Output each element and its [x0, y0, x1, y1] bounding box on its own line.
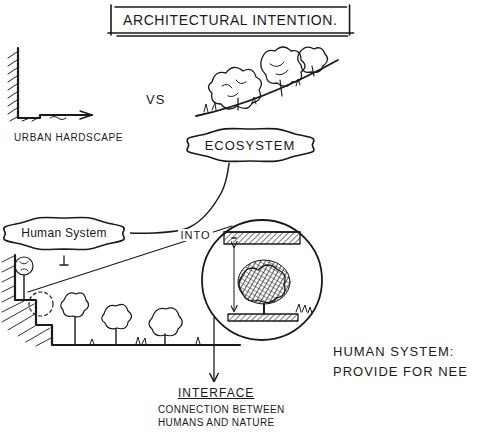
detail-circle [202, 220, 322, 381]
note-text: HUMAN SYSTEM: PROVIDE FOR NEE [333, 344, 468, 379]
section-sketch [2, 256, 51, 346]
section-sketch [60, 256, 68, 265]
hardscape-sketch [80, 111, 92, 119]
hardscape-sketch [18, 48, 92, 118]
note-text: URBAN HARDSCAPE [14, 132, 123, 143]
section-sketch [149, 308, 182, 336]
note-text: INTERFACE [178, 386, 254, 400]
hardscape-sketch [8, 52, 17, 121]
detail-circle [296, 304, 312, 313]
detail-circle [224, 232, 300, 244]
ecosystem-sketch [204, 79, 300, 112]
note-text: CONNECTION BETWEEN HUMANS AND NATURE [158, 404, 285, 428]
cloud-node: ECOSYSTEM [181, 127, 320, 163]
detail-circle [238, 260, 290, 304]
detail-circle [202, 220, 322, 340]
cloud-node: Human System [0, 216, 130, 251]
ecosystem-sketch [270, 62, 288, 75]
section-sketch [23, 275, 24, 299]
section-sketch [29, 292, 53, 316]
note-label: CONNECTION BETWEEN HUMANS AND NATURE [158, 403, 290, 429]
ecosystem-sketch [238, 66, 314, 110]
section-sketch [90, 337, 200, 344]
node-text: Human System [21, 226, 107, 240]
title-frame [108, 5, 354, 36]
detail-circle [213, 318, 214, 381]
title: ARCHITECTURAL INTENTION. [123, 12, 338, 28]
ecosystem-sketch [222, 80, 246, 97]
node-text: ECOSYSTEM [205, 138, 296, 153]
detail-circle [224, 232, 300, 238]
note-label: URBAN HARDSCAPE [14, 132, 123, 143]
ecosystem-sketch [209, 67, 262, 109]
detail-circle [234, 247, 235, 311]
section-sketch [74, 317, 75, 345]
section-sketch [102, 304, 132, 328]
detail-circle [263, 304, 265, 314]
note-label: VS [146, 92, 165, 107]
section-sketch [115, 329, 116, 345]
cloud-outline [186, 129, 313, 162]
section-sketch [61, 293, 89, 317]
detail-circle [239, 265, 285, 303]
connector-label: INTO [180, 229, 210, 241]
cloud-outline [4, 217, 125, 249]
ecosystem-sketch [196, 47, 338, 116]
hardscape-sketch [8, 48, 92, 121]
note-label: INTERFACE [178, 386, 254, 400]
section-sketch [164, 334, 165, 345]
hardscape-sketch [22, 117, 66, 122]
note-label: HUMAN SYSTEM: PROVIDE FOR NEE [333, 342, 495, 382]
detail-circle [228, 314, 298, 321]
connector-line [130, 163, 229, 233]
title-block: ARCHITECTURAL INTENTION. [123, 12, 338, 28]
section-sketch [20, 262, 28, 271]
note-text: VS [146, 92, 165, 107]
section-sketch [15, 257, 33, 275]
connector-label-box: INTO [178, 229, 212, 241]
ecosystem-sketch [196, 60, 338, 116]
